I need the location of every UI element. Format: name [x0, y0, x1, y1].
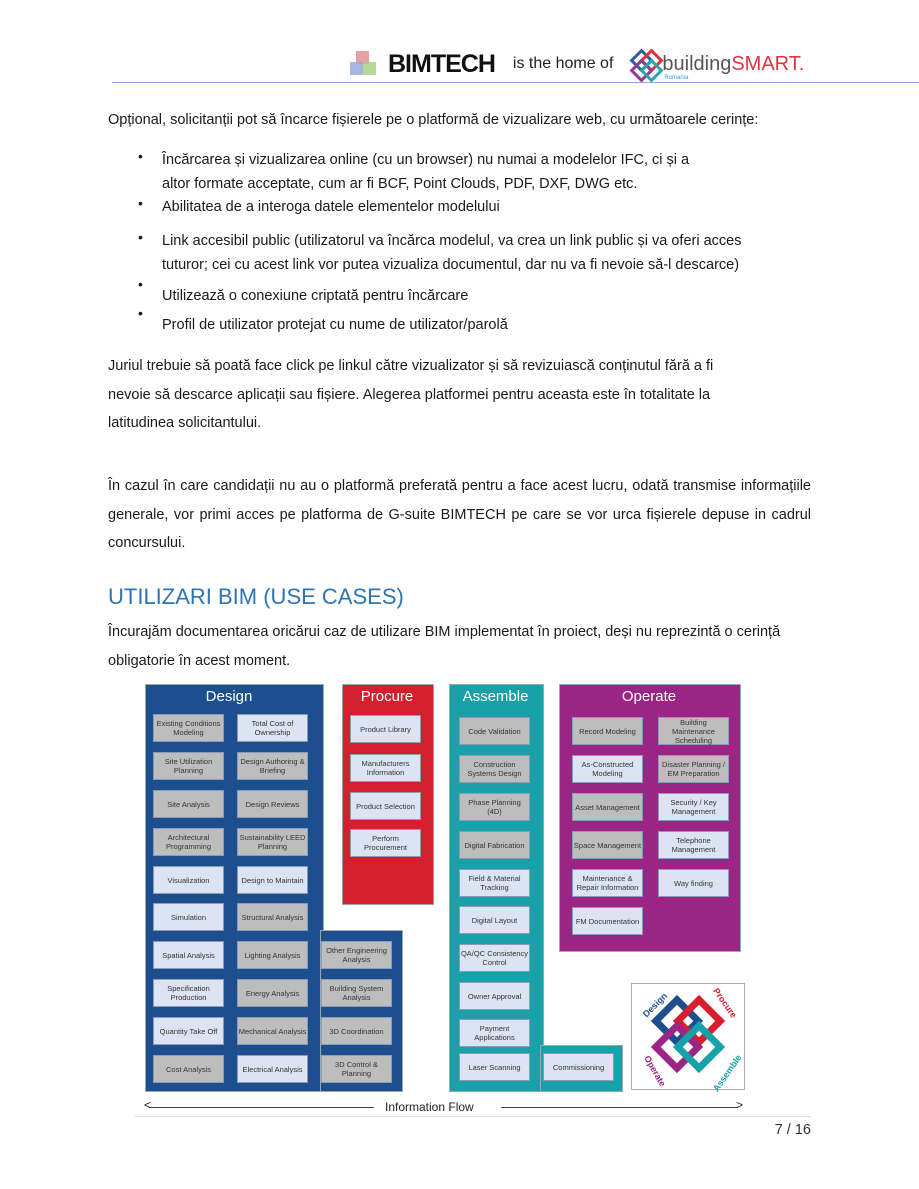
platform-paragraph: În cazul în care candidații nu au o plat…: [108, 478, 811, 551]
operate-title: Operate: [621, 688, 677, 705]
use-case-box: Visualization: [153, 866, 224, 894]
bullet-icon: •: [138, 305, 143, 321]
use-case-box: Site Analysis: [153, 790, 224, 818]
use-case-box: Product Library: [350, 715, 421, 743]
use-case-box: Mechanical Analysis: [237, 1017, 308, 1045]
header-divider: [112, 82, 919, 83]
buildingsmart-icon: [629, 48, 664, 83]
use-case-box: Electrical Analysis: [237, 1055, 308, 1083]
information-flow-arrow: <> Information Flow: [144, 1098, 743, 1114]
use-case-box: Disaster Planning / EM Preparation: [658, 755, 729, 783]
header-logos: BIMTECH is the home of buildingSMART.Rom…: [350, 44, 804, 84]
list-item-line: altor formate acceptate, cum ar fi BCF, …: [162, 176, 638, 192]
use-case-box: Lighting Analysis: [237, 941, 308, 969]
use-case-box: Security / Key Management: [658, 793, 729, 821]
use-case-box: Architectural Programming: [153, 828, 224, 856]
use-case-box: Record Modeling: [572, 717, 643, 745]
use-case-box: Owner Approval: [459, 982, 530, 1010]
use-case-box: Energy Analysis: [237, 979, 308, 1007]
use-case-box: Specification Production: [153, 979, 224, 1007]
use-case-box: Perform Procurement: [350, 829, 421, 857]
page-number: 7 / 16: [774, 1122, 811, 1138]
use-case-box: Commissioning: [543, 1053, 614, 1081]
use-case-box: Simulation: [153, 903, 224, 931]
use-case-box: Digital Fabrication: [459, 831, 530, 859]
use-case-box: QA/QC Consistency Control: [459, 944, 530, 972]
use-case-box: Structural Analysis: [237, 903, 308, 931]
use-case-box: Other Engineering Analysis: [321, 941, 392, 969]
footer-divider: [135, 1116, 811, 1117]
bimtech-logo: BIMTECH: [388, 49, 496, 78]
list-item-line: Link accesibil public (utilizatorul va î…: [162, 233, 742, 249]
intro-text: Opțional, solicitanții pot să încarce fi…: [108, 112, 759, 128]
use-case-box: Construction Systems Design: [459, 755, 530, 783]
list-item: Abilitatea de a interoga datele elemente…: [162, 195, 802, 219]
use-case-box: Way finding: [658, 869, 729, 897]
use-case-box: Telephone Management: [658, 831, 729, 859]
list-item-line: Încărcarea și vizualizarea online (cu un…: [162, 152, 690, 168]
use-cases-paragraph: Încurajăm documentarea oricărui caz de u…: [108, 624, 781, 669]
use-case-box: Sustainability LEED Planning: [237, 828, 308, 856]
assemble-title: Assemble: [462, 688, 529, 705]
buildingsmart-logo: buildingSMART.Romania: [662, 52, 805, 81]
list-item: Profil de utilizator protejat cu nume de…: [162, 313, 802, 337]
use-case-box: Existing Conditions Modeling: [153, 714, 224, 742]
use-case-box: Design Reviews: [237, 790, 308, 818]
use-case-box: Phase Planning (4D): [459, 793, 530, 821]
use-case-box: FM Documentation: [572, 907, 643, 935]
use-case-box: Asset Management: [572, 793, 643, 821]
use-case-box: Spatial Analysis: [153, 941, 224, 969]
list-item-line: Profil de utilizator protejat cu nume de…: [162, 317, 508, 333]
list-item: Încărcarea și vizualizarea online (cu un…: [162, 148, 802, 196]
use-case-box: Design Authoring & Briefing: [237, 752, 308, 780]
bullet-icon: •: [138, 229, 143, 245]
interlocking-squares-icon: [650, 994, 726, 1074]
use-case-box: Building System Analysis: [321, 979, 392, 1007]
use-case-box: Site Utilization Planning: [153, 752, 224, 780]
use-case-box: Design to Maintain: [237, 866, 308, 894]
use-case-box: Digital Layout: [459, 906, 530, 934]
use-case-box: Total Cost of Ownership: [237, 714, 308, 742]
use-case-box: Field & Material Tracking: [459, 869, 530, 897]
use-case-box: Code Validation: [459, 717, 530, 745]
use-case-box: As-Constructed Modeling: [572, 755, 643, 783]
design-title: Design: [205, 688, 253, 705]
procure-title: Procure: [360, 688, 414, 705]
bullet-icon: •: [138, 195, 143, 211]
information-flow-label: Information Flow: [385, 1100, 474, 1114]
list-item-line: tuturor; cei cu acest link vor putea viz…: [162, 257, 740, 273]
use-case-box: Building Maintenance Scheduling: [658, 717, 729, 745]
use-case-box: Laser Scanning: [459, 1053, 530, 1081]
header-connector: is the home of: [512, 55, 614, 72]
bullet-icon: •: [138, 148, 143, 164]
list-item: Link accesibil public (utilizatorul va î…: [162, 229, 802, 277]
use-case-box: Space Management: [572, 831, 643, 859]
use-case-box: Payment Applications: [459, 1019, 530, 1047]
use-case-box: Manufacturers Information: [350, 754, 421, 782]
section-heading: UTILIZARI BIM (USE CASES): [108, 584, 404, 609]
bullet-icon: •: [138, 276, 143, 292]
jury-paragraph: Juriul trebuie să poată face click pe li…: [108, 358, 714, 431]
use-case-box: 3D Control & Planning: [321, 1055, 392, 1083]
list-item: Utilizează o conexiune criptată pentru î…: [162, 284, 802, 308]
use-case-box: 3D Coordination: [321, 1017, 392, 1045]
list-item-line: Utilizează o conexiune criptată pentru î…: [162, 288, 469, 304]
use-case-box: Product Selection: [350, 792, 421, 820]
use-case-box: Quantity Take Off: [153, 1017, 224, 1045]
bimtech-cube-icon: [350, 51, 376, 77]
list-item-line: Abilitatea de a interoga datele elemente…: [162, 199, 500, 215]
use-case-box: Cost Analysis: [153, 1055, 224, 1083]
use-case-box: Maintenance & Repair Information: [572, 869, 643, 897]
